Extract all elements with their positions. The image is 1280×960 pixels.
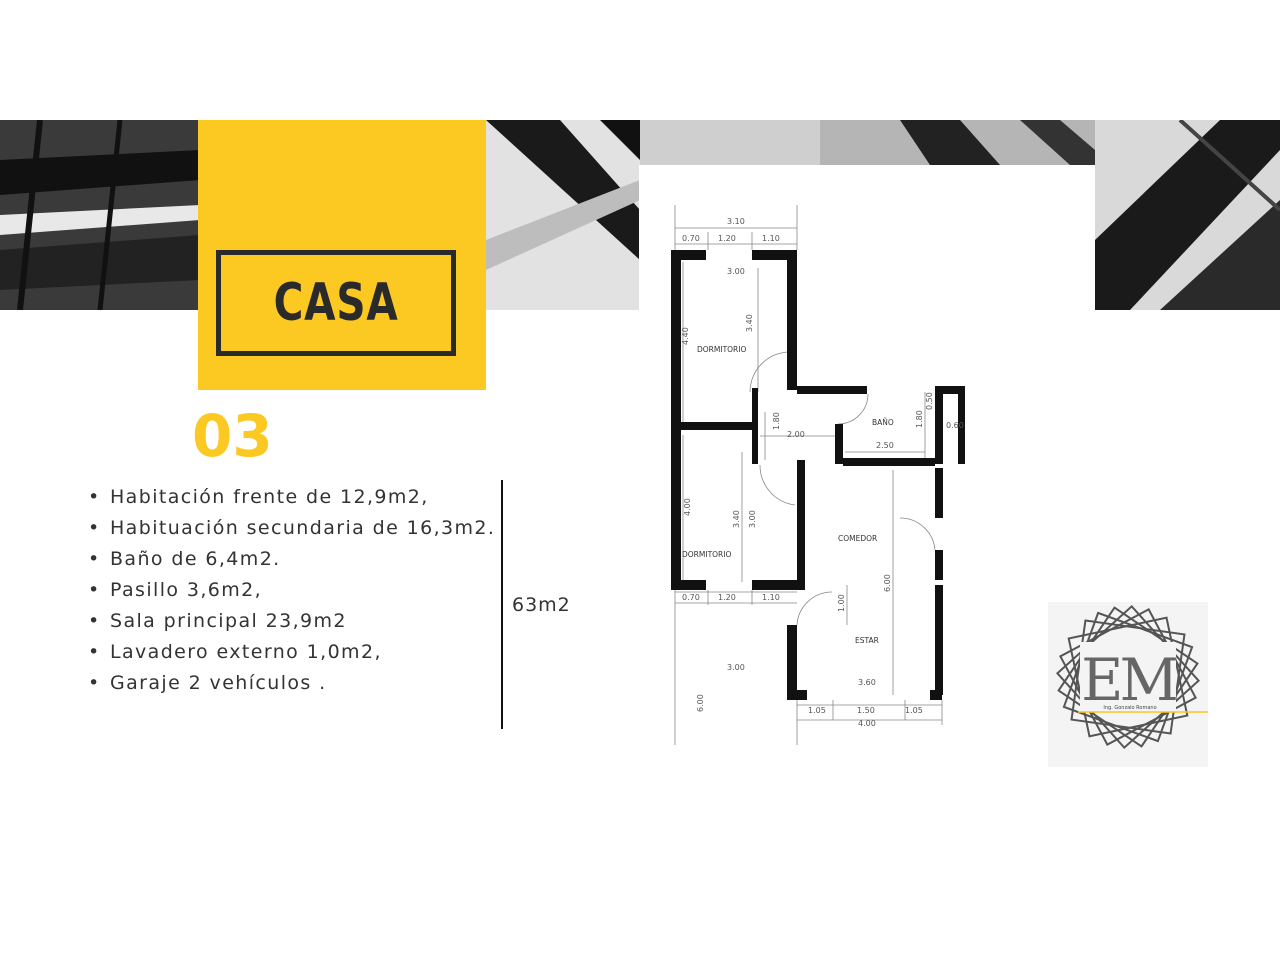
dimension-label: 0.70 (682, 593, 700, 602)
dimension-label: 6.00 (883, 574, 892, 592)
room-label: ESTAR (855, 636, 879, 645)
em-logo: EM Ing. Gonzalo Romano (1048, 602, 1208, 767)
dimension-label: 2.50 (876, 441, 894, 450)
dimension-label: 4.00 (683, 498, 692, 516)
dimension-label: 2.00 (787, 430, 805, 439)
vertical-divider (501, 480, 503, 729)
dimension-label: 1.10 (762, 234, 780, 243)
dimension-label: 3.00 (748, 510, 757, 528)
dimension-label: 3.10 (727, 217, 745, 226)
dimension-label: 3.00 (727, 267, 745, 276)
dimension-label: 1.05 (905, 706, 923, 715)
title-frame: CASA (216, 250, 456, 356)
list-item: Habituación secundaria de 16,3m2. (88, 513, 498, 544)
dimension-label: 3.40 (745, 314, 754, 332)
total-area: 63m2 (512, 594, 571, 616)
room-label: DORMITORIO (682, 550, 731, 559)
dimension-label: 1.50 (857, 706, 875, 715)
list-item: Habitación frente de 12,9m2, (88, 482, 498, 513)
slide-title: CASA (273, 273, 399, 333)
dimension-label: 1.20 (718, 593, 736, 602)
dimension-label: 1.05 (808, 706, 826, 715)
dimension-label: 4.40 (681, 327, 690, 345)
slide-number: 03 (192, 402, 273, 470)
dimension-label: 3.60 (858, 678, 876, 687)
dimension-label: 1.80 (915, 410, 924, 428)
logo-monogram: EM (1081, 646, 1176, 714)
dimension-label: 1.20 (718, 234, 736, 243)
list-item: Sala principal 23,9m2 (88, 606, 498, 637)
dimension-label: 0.70 (682, 234, 700, 243)
dimension-label: 1.10 (762, 593, 780, 602)
list-item: Pasillo 3,6m2, (88, 575, 498, 606)
plan-panel (639, 165, 1095, 310)
dimension-label: 0.50 (925, 392, 934, 410)
room-label: DORMITORIO (697, 345, 746, 354)
dimension-label: 3.00 (727, 663, 745, 672)
dimension-label: 1.80 (772, 412, 781, 430)
room-label: COMEDOR (838, 534, 877, 543)
dimension-label: 3.40 (732, 510, 741, 528)
dimension-label: 6.00 (696, 694, 705, 712)
dimension-label: 1.00 (837, 594, 846, 612)
logo-caption: Ing. Gonzalo Romano (1103, 705, 1156, 711)
list-item: Lavadero externo 1,0m2, (88, 637, 498, 668)
list-item: Garaje 2 vehículos . (88, 668, 498, 699)
floor-plan: DORMITORIO DORMITORIO BAÑO COMEDOR ESTAR… (671, 205, 965, 745)
dimension-label: 0.60 (946, 421, 964, 430)
features-list: Habitación frente de 12,9m2, Habituación… (88, 482, 498, 699)
dimension-label: 4.00 (858, 719, 876, 728)
title-yellow-block (198, 120, 486, 390)
room-label: BAÑO (872, 418, 894, 427)
list-item: Baño de 6,4m2. (88, 544, 498, 575)
